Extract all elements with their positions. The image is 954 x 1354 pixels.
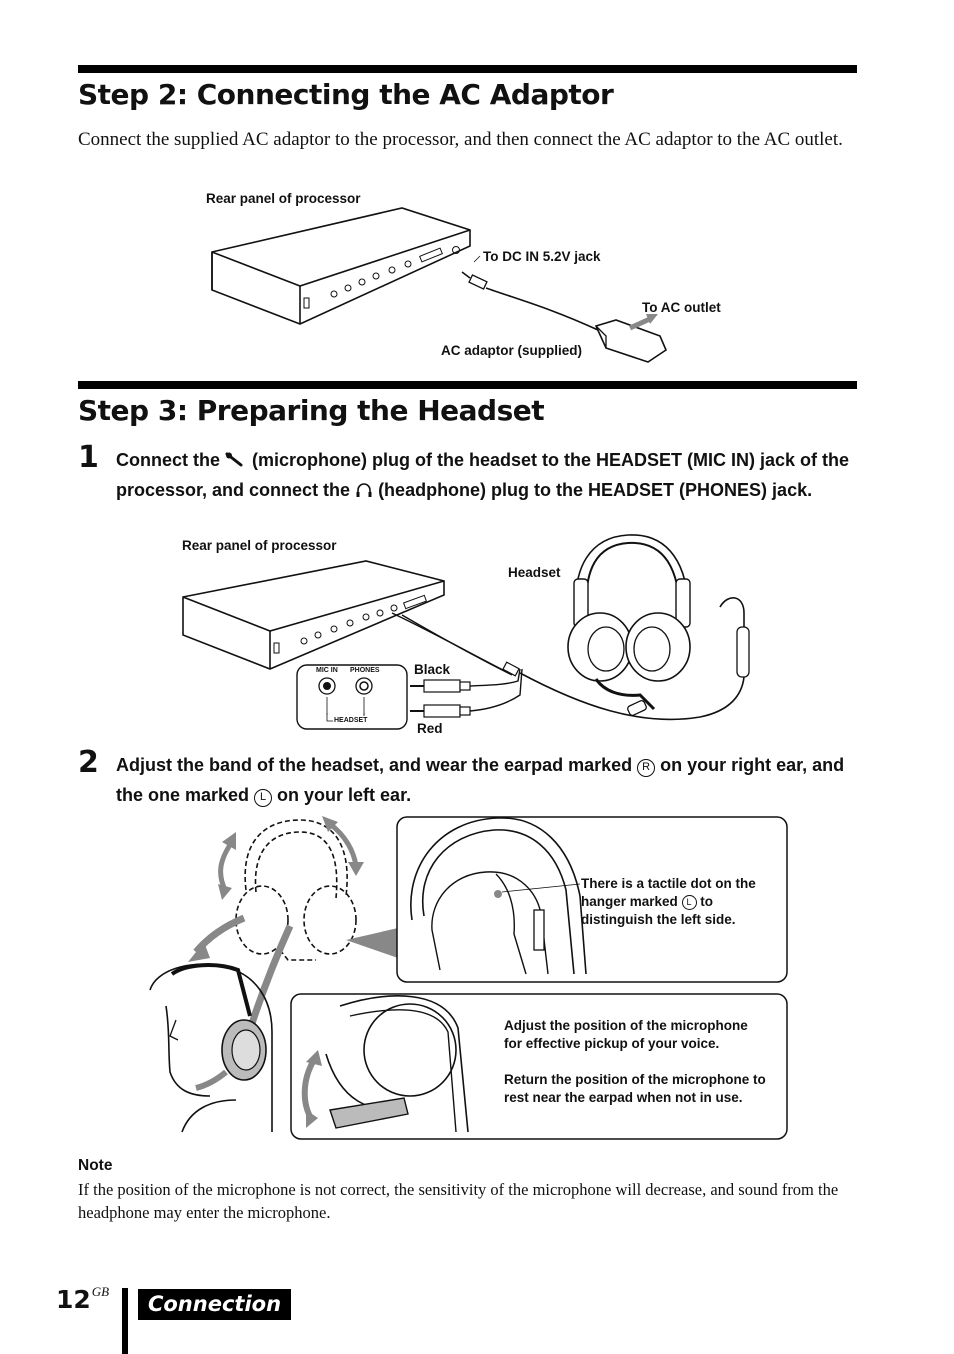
step2-body: Connect the supplied AC adaptor to the p… [78, 129, 843, 150]
label-mic-adjust: Adjust the position of the microphone fo… [504, 1018, 748, 1051]
item1-text-a: Connect the [116, 450, 226, 470]
step3-item2-text: Adjust the band of the headset, and wear… [116, 751, 861, 810]
label-rear-panel-step3: Rear panel of processor [182, 538, 337, 553]
right-mark-icon: R [637, 759, 656, 777]
microphone-icon [225, 450, 247, 470]
label-headset-jack: HEADSET [333, 716, 369, 726]
step3-item1-text: Connect the (microphone) plug of the hea… [116, 446, 861, 505]
item2-text-c: on your left ear. [272, 784, 412, 805]
label-tactile-dot: There is a tactile dot on the hanger mar… [581, 875, 781, 929]
label-mic-return: Return the position of the microphone to… [504, 1072, 766, 1105]
step3-item2-number: 2 [78, 745, 99, 780]
note-text: If the position of the microphone is not… [78, 1180, 839, 1222]
label-headset: Headset [508, 565, 561, 580]
left-mark-icon: L [254, 788, 273, 807]
wearing-headset-illustration [149, 816, 788, 1140]
section-rule-step2 [78, 65, 857, 73]
label-ac-outlet: To AC outlet [642, 300, 721, 315]
item2-text-a: Adjust the band of the headset, and wear… [116, 755, 638, 775]
label-rear-panel-step2: Rear panel of processor [206, 191, 361, 206]
page-number-value: 12 [56, 1285, 91, 1314]
left-mark-small-icon: L [681, 895, 697, 910]
ac-adaptor-illustration [211, 207, 667, 363]
section-rule-step3 [78, 381, 857, 389]
headphone-icon [355, 480, 373, 500]
item2-text-b: on your right ear, and the one marked [116, 755, 845, 805]
label-phones-jack: PHONES [350, 667, 380, 674]
step3-item1-number: 1 [78, 440, 99, 475]
label-ac-adaptor: AC adaptor (supplied) [441, 343, 582, 358]
label-mic-in-jack: MIC IN [316, 667, 338, 674]
headset-connection-illustration [182, 534, 750, 730]
tactile-text-b: to distinguish the left side. [581, 894, 736, 927]
tactile-text-a: There is a tactile dot on the hanger mar… [581, 876, 756, 909]
item1-text-b: (microphone) plug of the headset to the … [116, 450, 850, 500]
page-number-suffix: GB [91, 1284, 110, 1299]
label-red-plug: Red [417, 721, 443, 736]
step3-title: Step 3: Preparing the Headset [78, 394, 545, 427]
note-title: Note [78, 1157, 113, 1174]
item1-text-c: (headphone) plug to the HEADSET (PHONES)… [373, 479, 813, 500]
page-number: 12GB [56, 1284, 109, 1314]
label-dc-in-jack: To DC IN 5.2V jack [483, 249, 601, 264]
step2-title: Step 2: Connecting the AC Adaptor [78, 78, 614, 111]
footer-divider [122, 1288, 128, 1354]
section-tab: Connection [138, 1289, 291, 1320]
label-black-plug: Black [414, 662, 451, 677]
